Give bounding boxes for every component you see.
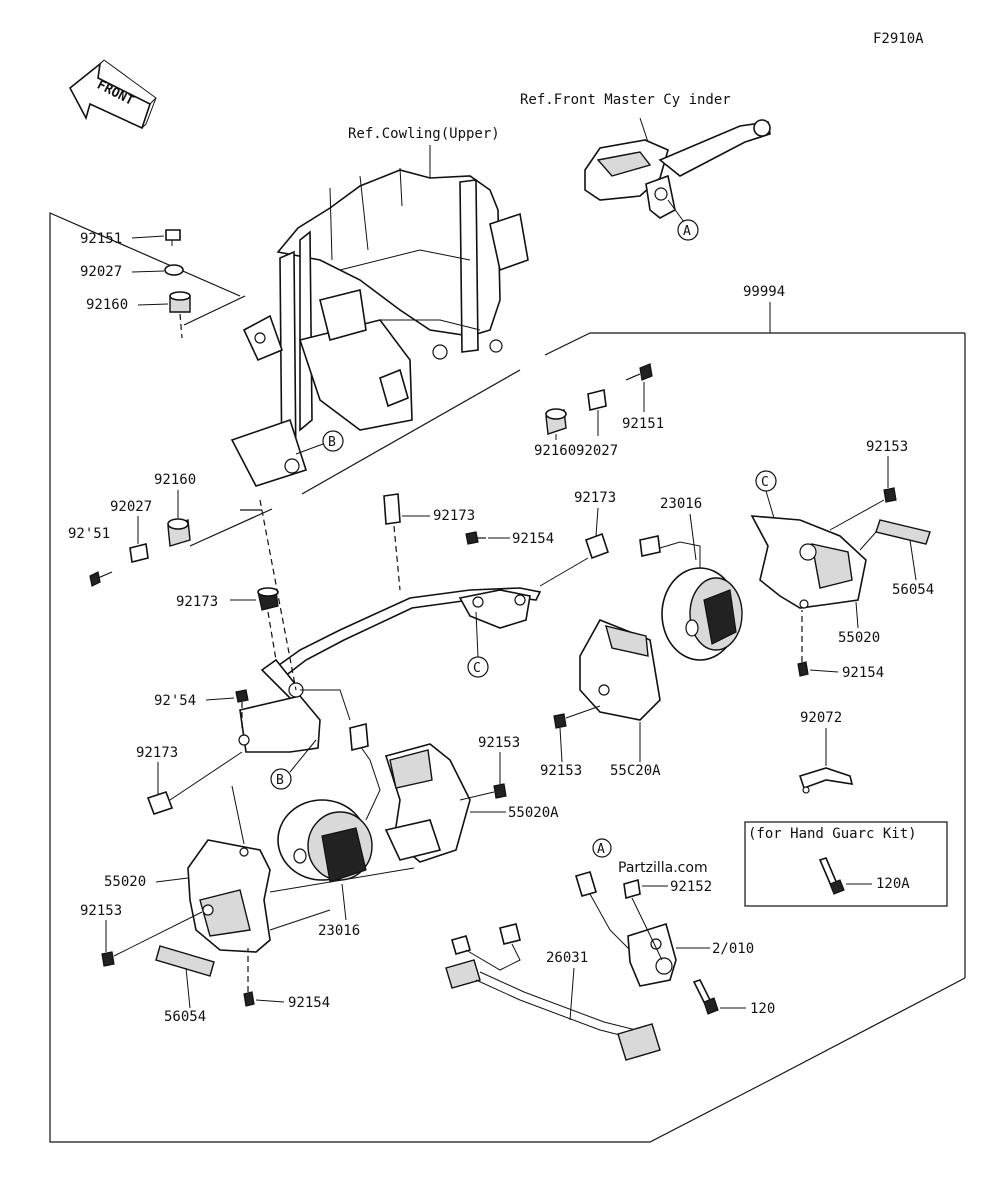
clamp-92072: 92072 <box>798 710 854 794</box>
lamp-23016-left: 23016 <box>277 722 381 939</box>
screw-92154-a: 92154 <box>465 531 554 547</box>
svg-text:55020: 55020 <box>838 630 880 646</box>
callout-a-bottom: A <box>592 838 612 858</box>
svg-text:55C20A: 55C20A <box>610 763 661 779</box>
callout-b-top: B <box>295 430 344 455</box>
bolt-92151-b: 92'51 <box>68 526 113 587</box>
reflector-56054-right: 56054 <box>859 519 934 598</box>
bracket-55020A-left: 55020A <box>384 743 559 863</box>
svg-text:92173: 92173 <box>176 594 218 610</box>
svg-text:A: A <box>597 842 605 857</box>
svg-text:92154: 92154 <box>842 665 884 681</box>
svg-text:92027: 92027 <box>576 443 618 459</box>
svg-text:120A: 120A <box>876 876 910 892</box>
svg-text:92'54: 92'54 <box>154 693 196 709</box>
bracket-55020A-right: 55C20A <box>579 618 661 779</box>
svg-text:55020: 55020 <box>104 874 146 890</box>
svg-text:B: B <box>276 773 284 788</box>
svg-text:92027: 92027 <box>80 264 122 280</box>
svg-text:23016: 23016 <box>660 496 702 512</box>
svg-text:92153: 92153 <box>866 439 908 455</box>
bolt-120: 120 <box>692 979 775 1017</box>
svg-text:92160: 92160 <box>86 297 128 313</box>
callout-a-top: A <box>677 219 699 241</box>
bolt-92151-a: 92151 <box>80 229 181 247</box>
svg-text:92154: 92154 <box>512 531 554 547</box>
sensor-92173-d: 92173 <box>136 745 243 816</box>
callout-c-mid: C <box>467 611 489 678</box>
svg-text:56054: 56054 <box>892 582 934 598</box>
svg-text:92'51: 92'51 <box>68 526 110 542</box>
screw-92153-d: 92153 <box>80 903 203 967</box>
svg-text:2/010: 2/010 <box>712 941 754 957</box>
callout-c-right: C <box>755 470 777 519</box>
callout-b-mid: B <box>270 739 317 790</box>
hand-guard-kit-box: (for Hand Guarc Kit) 120A <box>744 821 948 907</box>
mount-stay-frame <box>230 167 529 487</box>
grommet-92160-c: 92160 <box>534 408 576 459</box>
master-cylinder <box>584 117 771 223</box>
reflector-56054-left: 56054 <box>155 945 215 1025</box>
kit-boundary <box>49 212 966 1143</box>
svg-text:92173: 92173 <box>574 490 616 506</box>
washer-92027-c: 92027 <box>576 389 618 459</box>
washer-92027-a: 92027 <box>80 264 184 280</box>
svg-text:C: C <box>473 661 481 676</box>
screw-92153-a: 92153 <box>829 439 908 531</box>
screw-92154-b: 92'54 <box>154 689 249 730</box>
sensor-92173-b: 92173 <box>539 490 616 587</box>
screw-92154-d: 92154 <box>243 948 330 1011</box>
svg-text:92153: 92153 <box>478 735 520 751</box>
svg-text:120: 120 <box>750 1001 775 1017</box>
grommet-92160-b: 92160 <box>154 472 196 547</box>
sensor-92173-a: 92173 <box>383 493 475 591</box>
svg-text:92152: 92152 <box>670 879 712 895</box>
svg-text:92160: 92160 <box>154 472 196 488</box>
svg-text:92173: 92173 <box>136 745 178 761</box>
harness-26031: 26031 <box>445 923 661 1061</box>
watermark: Partzilla.com <box>618 860 708 876</box>
front-arrow-icon: FRONT <box>68 59 157 130</box>
svg-text:(for Hand Guarc Kit): (for Hand Guarc Kit) <box>748 826 917 842</box>
svg-text:56054: 56054 <box>164 1009 206 1025</box>
spacer-92152: 92152 <box>623 878 712 961</box>
ref-cowling-upper: Ref.Cowling(Upper) <box>348 126 500 142</box>
svg-text:55020A: 55020A <box>508 805 559 821</box>
screw-92153-b: 92153 <box>540 705 601 779</box>
figure-code: F2910A <box>873 31 924 47</box>
ref-master-cylinder: Ref.Front Master Cy inder <box>520 92 731 108</box>
housing-55020-left: 55020 <box>104 839 271 953</box>
svg-text:92160: 92160 <box>534 443 576 459</box>
lamp-23016-right: 23016 <box>639 496 743 661</box>
svg-text:92154: 92154 <box>288 995 330 1011</box>
svg-text:92151: 92151 <box>80 231 122 247</box>
bolt-92173-c: 92173 <box>176 499 297 691</box>
svg-text:92027: 92027 <box>110 499 152 515</box>
bolt-92151-c: 92151 <box>622 363 664 432</box>
label-99994: 99994 <box>743 284 785 300</box>
screw-92154-c: 92154 <box>797 610 884 681</box>
svg-text:92153: 92153 <box>80 903 122 919</box>
switch-27010: 2/010 <box>575 871 754 987</box>
svg-text:92151: 92151 <box>622 416 664 432</box>
svg-text:92153: 92153 <box>540 763 582 779</box>
washer-92027-b: 92027 <box>110 499 152 563</box>
screw-92153-c: 92153 <box>459 735 520 801</box>
svg-text:23016: 23016 <box>318 923 360 939</box>
svg-text:92072: 92072 <box>800 710 842 726</box>
guard-bar <box>238 587 542 753</box>
housing-55020-right: 55020 <box>750 515 880 646</box>
svg-text:92173: 92173 <box>433 508 475 524</box>
svg-text:26031: 26031 <box>546 950 588 966</box>
svg-text:A: A <box>683 224 691 239</box>
grommet-92160-a: 92160 <box>86 291 191 339</box>
svg-text:C: C <box>761 475 769 490</box>
svg-text:B: B <box>328 435 336 450</box>
